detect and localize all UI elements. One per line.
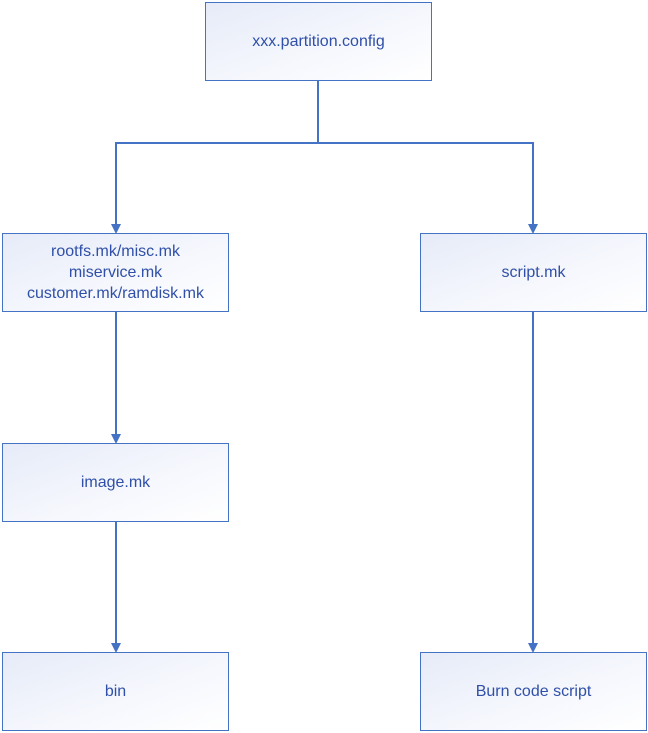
node-image-mk-label: image.mk — [80, 474, 151, 491]
edge-config-to-mk — [111, 81, 319, 234]
node-makefiles: rootfs.mk/misc.mk miservice.mk customer.… — [2, 233, 229, 312]
node-partition-config: xxx.partition.config — [205, 2, 432, 81]
node-script-mk: script.mk — [420, 233, 647, 312]
node-makefiles-line-2: miservice.mk — [68, 264, 163, 281]
node-makefiles-line-1: rootfs.mk/misc.mk — [51, 243, 180, 260]
edge-config-to-script — [318, 142, 538, 234]
node-burn-code-script-label: Burn code script — [475, 683, 592, 700]
node-bin-label: bin — [104, 683, 127, 700]
node-image-mk: image.mk — [2, 443, 229, 522]
node-burn-code-script: Burn code script — [420, 652, 647, 731]
node-makefiles-line-3: customer.mk/ramdisk.mk — [27, 285, 204, 302]
node-bin: bin — [2, 652, 229, 731]
node-script-mk-label: script.mk — [501, 264, 566, 281]
node-partition-config-label: xxx.partition.config — [252, 33, 385, 50]
